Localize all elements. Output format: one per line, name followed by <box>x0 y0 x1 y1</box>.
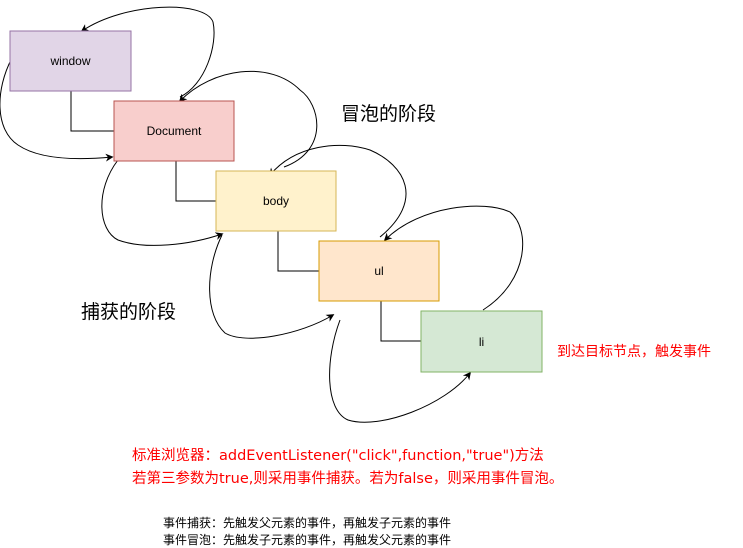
node-label-document: Document <box>147 124 202 138</box>
node-label-window: window <box>49 54 90 68</box>
node-body: body <box>215 170 337 232</box>
capture-arrow-document-body <box>101 159 224 246</box>
node-label-body: body <box>263 194 289 208</box>
note-red-line-1: 标准浏览器：addEventListener("click",function,… <box>132 447 544 464</box>
bubble-arrow-document-window <box>80 6 215 98</box>
note-black-line-2: 事件冒泡：先触发子元素的事件，再触发父元素的事件 <box>163 532 451 547</box>
target-reached-label: 到达目标节点，触发事件 <box>557 344 711 360</box>
node-window: window <box>9 30 132 92</box>
node-li: li <box>420 310 543 373</box>
connector-ul-li <box>380 301 421 342</box>
capture-arrow-ul-li <box>329 319 471 423</box>
capture-phase-label: 捕获的阶段 <box>81 301 176 323</box>
capture-arrows <box>0 57 471 423</box>
bubble-arrows <box>80 6 524 311</box>
capture-arrow-window-document <box>0 57 114 162</box>
note-black-line-1: 事件捕获：先触发父元素的事件，再触发子元素的事件 <box>163 515 451 530</box>
connector-window-document <box>70 91 114 132</box>
connector-body-ul <box>277 231 319 272</box>
node-ul: ul <box>318 240 440 302</box>
bubble-arrow-ul-body <box>268 144 407 238</box>
hierarchy-connectors <box>70 91 421 342</box>
bubble-arrow-body-document <box>178 70 318 168</box>
connector-document-body <box>175 161 216 202</box>
bubble-phase-label: 冒泡的阶段 <box>341 103 436 125</box>
node-label-ul: ul <box>374 264 383 278</box>
node-document: Document <box>113 100 235 162</box>
capture-arrow-body-ul <box>209 234 335 339</box>
node-label-li: li <box>479 335 484 349</box>
bubble-arrow-li-ul <box>383 205 524 311</box>
note-red-line-2: 若第三参数为true,则采用事件捕获。若为false，则采用事件冒泡。 <box>132 469 563 487</box>
